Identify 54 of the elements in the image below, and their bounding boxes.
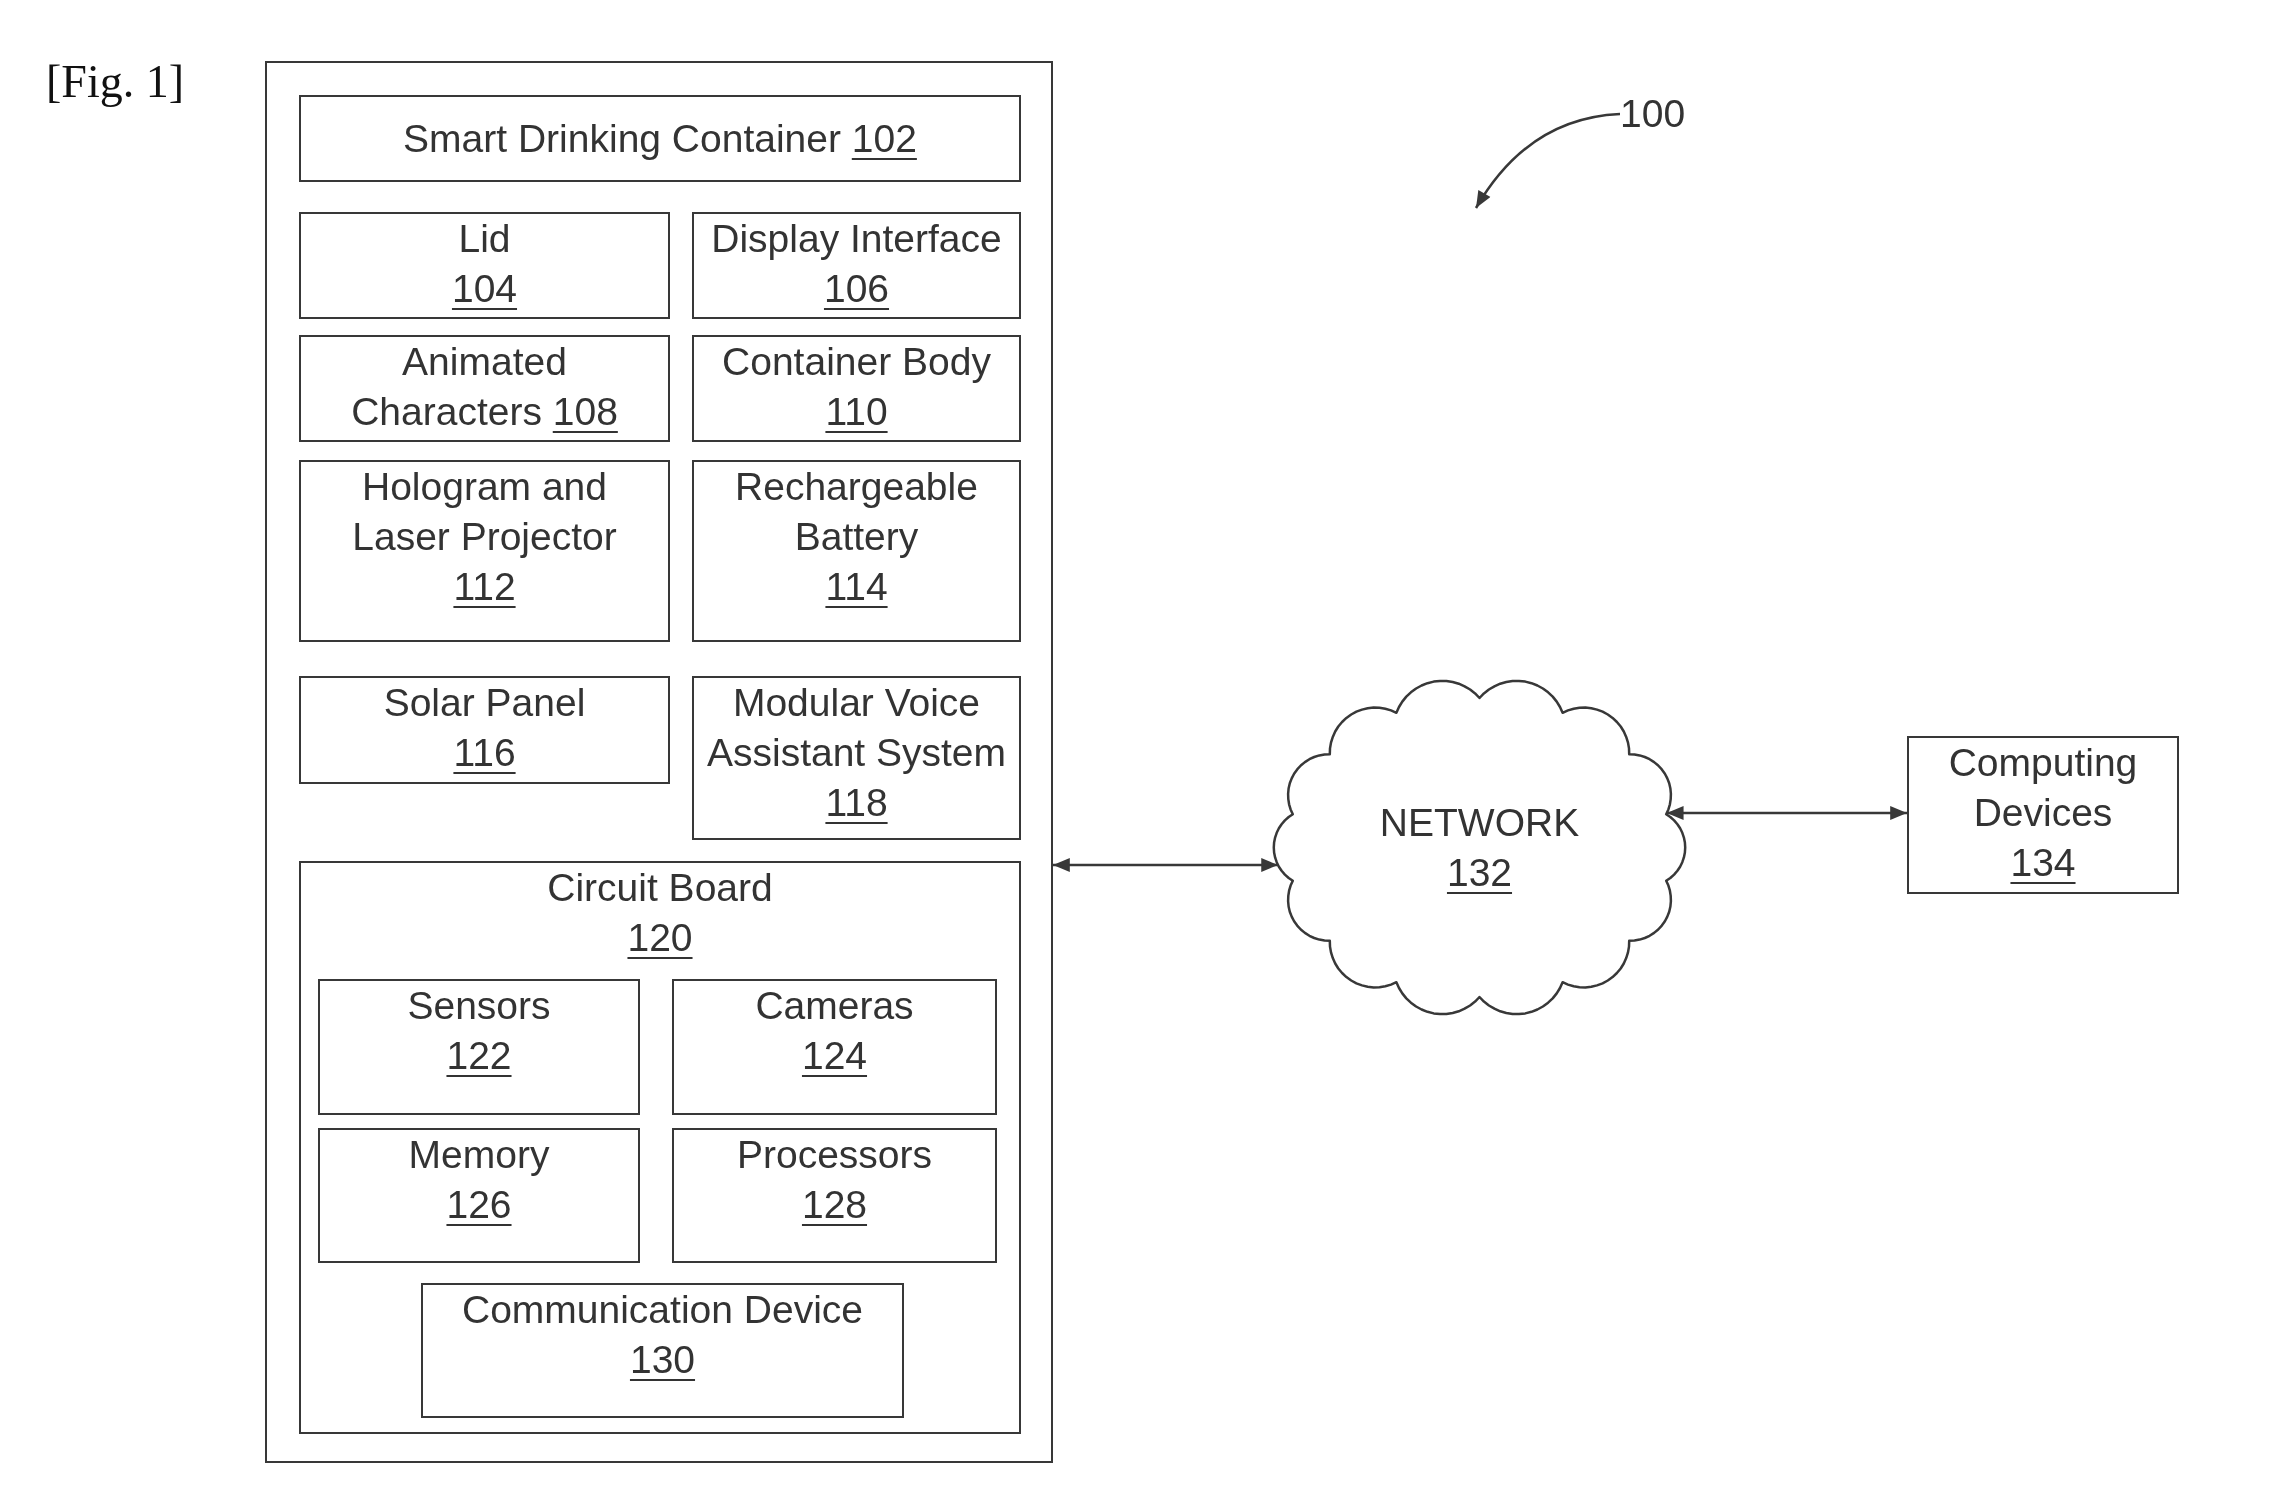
reference-number: 128 <box>801 1182 868 1228</box>
component-box <box>672 979 997 1115</box>
component-label: Container Body <box>722 339 991 385</box>
component-label: Memory <box>408 1132 550 1178</box>
component-label: NETWORK <box>1379 799 1580 846</box>
double-headed-arrow <box>1053 858 1279 872</box>
leader-arrow <box>1474 112 1621 209</box>
reference-number: 126 <box>446 1182 512 1228</box>
component-label: Animated Characters 108 <box>350 339 619 435</box>
component-box <box>299 95 1021 182</box>
container-frame <box>265 61 1053 1463</box>
component-box <box>672 1128 997 1263</box>
reference-number: 124 <box>801 1033 868 1079</box>
reference-number: 112 <box>453 564 516 610</box>
component-box <box>299 212 670 319</box>
component-box <box>692 212 1021 319</box>
component-box <box>299 676 670 784</box>
component-box <box>692 676 1021 840</box>
component-box <box>692 460 1021 642</box>
reference-number: 134 <box>2010 840 2076 886</box>
reference-number: 120 <box>627 915 693 961</box>
component-box <box>299 460 670 642</box>
reference-number: 104 <box>451 266 518 312</box>
component-label: Smart Drinking Container 102 <box>403 115 917 162</box>
component-label: Communication Device <box>462 1287 863 1333</box>
component-group-box <box>299 861 1021 1434</box>
reference-number: 130 <box>629 1337 696 1383</box>
component-label: Computing Devices <box>1947 740 2139 836</box>
component-label: Modular Voice Assistant System <box>705 680 1008 776</box>
component-label: Circuit Board <box>547 865 773 911</box>
reference-number: 122 <box>446 1033 512 1079</box>
reference-number: 132 <box>1446 849 1513 896</box>
reference-number: 118 <box>825 780 888 826</box>
component-label: Lid <box>458 216 511 262</box>
component-label: Display Interface <box>711 216 1002 262</box>
reference-number: 114 <box>825 564 888 610</box>
component-box <box>1907 736 2179 894</box>
reference-number: 116 <box>453 730 516 776</box>
component-label: Hologram and Laser Projector <box>351 464 618 560</box>
component-label: Solar Panel <box>383 680 586 726</box>
reference-numeral: 100 <box>1620 92 1686 136</box>
component-label: Cameras <box>755 983 914 1029</box>
reference-number: 106 <box>823 266 890 312</box>
double-headed-arrow <box>1666 806 1907 820</box>
reference-number: 110 <box>825 389 888 435</box>
component-label: Processors <box>736 1132 933 1178</box>
component-label: Rechargeable Battery <box>734 464 979 560</box>
component-box <box>692 335 1021 442</box>
component-box <box>421 1283 904 1418</box>
component-box <box>318 1128 640 1263</box>
component-box <box>318 979 640 1115</box>
component-label: Sensors <box>407 983 551 1029</box>
component-box <box>299 335 670 442</box>
figure-label: [Fig. 1] <box>46 55 184 109</box>
